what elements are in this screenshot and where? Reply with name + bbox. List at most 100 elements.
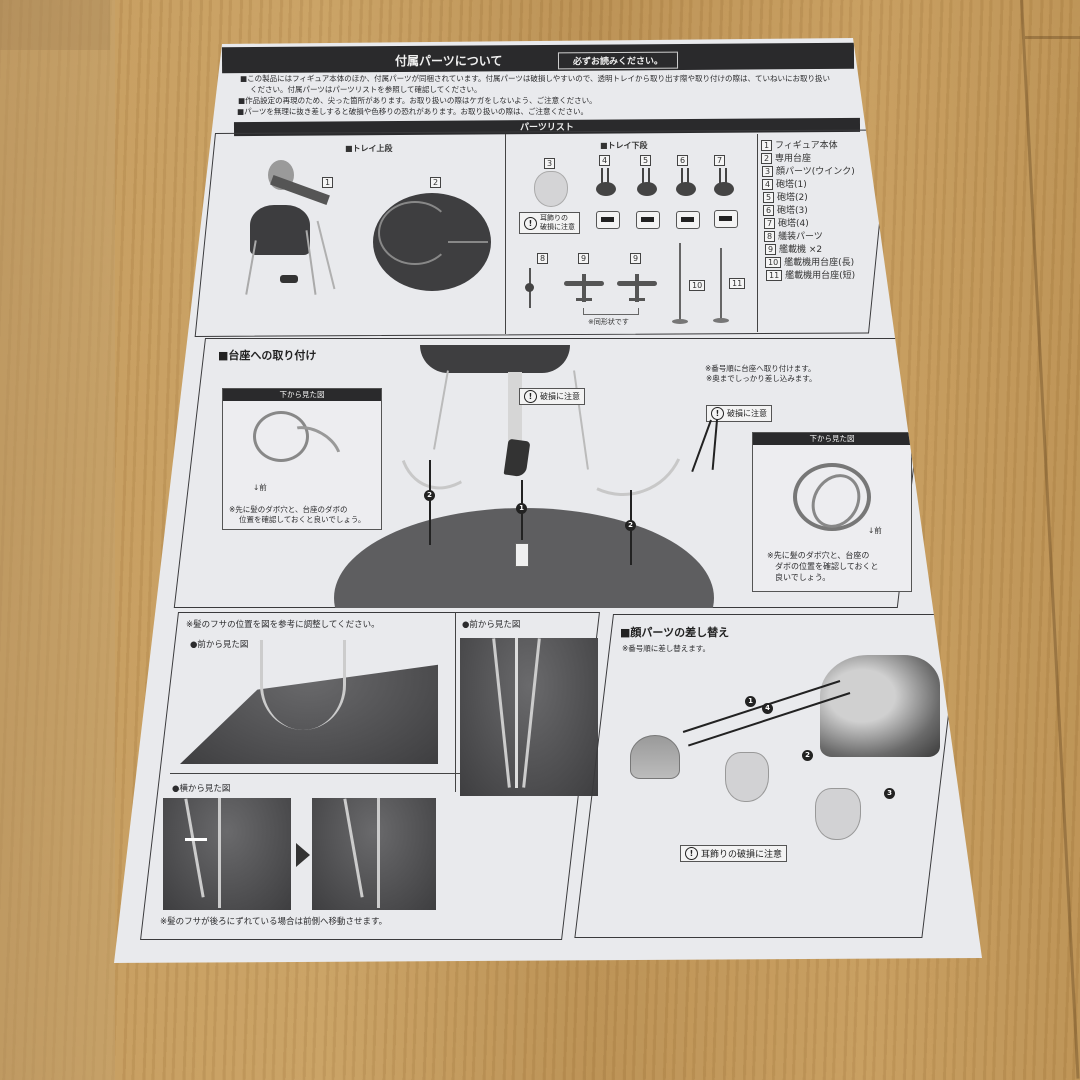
legend-item: 7 砲塔(4) (764, 218, 855, 231)
caution-text: 破損に注意 (540, 223, 575, 231)
stand-short-base (713, 318, 729, 323)
step-number-2: 2 (424, 490, 435, 501)
wood-table-left-board (0, 0, 115, 1080)
step-number-1: 1 (745, 696, 756, 707)
part-number-3: 3 (544, 158, 556, 169)
stand-short-image (720, 248, 722, 320)
equipment-part-detail (525, 283, 534, 292)
inset-note: 良いでしょう。 (775, 573, 831, 582)
damage-caution-badge-right: ! 破損に注意 (706, 405, 772, 422)
legend-item: 9 艦載機 ×2 (765, 244, 855, 257)
damage-caution-badge: ! 破損に注意 (519, 388, 585, 405)
part-number-11: 11 (729, 278, 746, 289)
caution-text: 耳飾りの (540, 214, 568, 222)
page-title: 付属パーツについて (395, 54, 503, 68)
inset-note: 位置を確認しておくと良いでしょう。 (239, 515, 366, 524)
same-shape-bracket (583, 308, 639, 315)
figure-leg-image (508, 372, 522, 442)
stand-long-image (679, 243, 681, 321)
side-view-before-photo (163, 798, 291, 910)
part-number-9: 9 (630, 253, 642, 264)
turret-4-image (714, 168, 734, 202)
legend-item: 6 砲塔(3) (763, 205, 855, 218)
side-view-note: ※髪のフサが後ろにずれている場合は前側へ移動させます。 (160, 917, 388, 927)
face-swap-title: ■顔パーツの差し替え (620, 626, 730, 639)
wood-table-seam (1020, 0, 1080, 1079)
part-number-1: 1 (322, 177, 334, 188)
parts-list-title: パーツリスト (520, 123, 574, 133)
divider (757, 134, 758, 332)
insert-arrow-2-left (429, 460, 431, 545)
step-number-4: 4 (762, 703, 773, 714)
divider (455, 612, 456, 792)
front-view-label: ●前から見た図 (190, 640, 249, 650)
hair-bottom-view-image (793, 463, 871, 531)
base-peg (515, 543, 529, 567)
exclamation-icon: ! (685, 847, 698, 860)
caution-text: 破損に注意 (540, 392, 580, 401)
part-number-9: 9 (578, 253, 590, 264)
turret-3-image (676, 168, 696, 202)
part-number-4: 4 (599, 155, 611, 166)
arrow-right-icon (185, 838, 207, 841)
divider (170, 773, 460, 774)
legend-item: 10 艦載機用台座(長) (765, 257, 855, 270)
wood-table-seam (1025, 36, 1080, 39)
face-part-3-image (815, 788, 861, 840)
base-attach-note: ※奥までしっかり差し込みます。 (706, 374, 817, 383)
legend-item: 5 砲塔(2) (763, 192, 855, 205)
inset-note: ダボの位置を確認しておくと (775, 562, 879, 571)
exclamation-icon: ! (711, 407, 724, 420)
earring-caution-badge-face: ! 耳飾りの破損に注意 (680, 845, 788, 862)
legend-item: 4 砲塔(1) (762, 179, 855, 192)
hair-adjust-note: ※髪のフサの位置を図を参考に調整してください。 (186, 620, 380, 630)
legend-item: 3 顔パーツ(ウインク) (762, 166, 855, 179)
hair-strand (260, 640, 346, 730)
caution-text: 耳飾りの破損に注意 (701, 850, 783, 860)
turret-bottom-detail (636, 211, 660, 229)
base-attach-title: ■台座への取り付け (218, 349, 317, 362)
exclamation-icon: ! (524, 390, 537, 403)
side-view-label: ●横から見た図 (172, 784, 231, 794)
front-direction-label: ↓前 (253, 483, 267, 492)
side-view-after-photo (312, 798, 436, 910)
part-number-7: 7 (714, 155, 726, 166)
aircraft-tail (576, 298, 592, 301)
front-view-label-2: ●前から見た図 (462, 620, 521, 630)
aircraft-tail (629, 298, 645, 301)
legend-item: 11 艦載機用台座(短) (766, 270, 855, 283)
stand-long-base (672, 319, 688, 324)
turret-1-image (596, 168, 616, 202)
legend-item: 1 フィギュア本体 (761, 140, 855, 153)
notice-line: ■パーツを無理に抜き差しすると破損や色移りの恐れがあります。お取り扱いの際は、ご… (237, 107, 589, 116)
aircraft-fuselage (582, 274, 586, 302)
bottom-view-inset-left: 下から見た図 ↓前 ※先に髪のダボ穴と、台座のダボの 位置を確認しておくと良いで… (222, 388, 382, 530)
legend-item: 8 艤装パーツ (764, 231, 855, 244)
face-swap-note: ※番号順に差し替えます。 (622, 644, 711, 653)
part-number-10: 10 (689, 280, 706, 291)
tray-lower-label: ■トレイ下段 (600, 141, 648, 150)
step-number-3: 3 (884, 788, 895, 799)
exclamation-icon: ! (524, 216, 537, 230)
notice-line: ください。付属パーツはパーツリストを参照して確認してください。 (250, 85, 482, 94)
earring-caution-badge: ! 耳飾りの破損に注意 (519, 212, 580, 234)
hair-bottom-view-image (253, 411, 309, 462)
front-view-photo-2 (460, 638, 598, 796)
bangs-part-image (630, 735, 680, 779)
face-part-2-image (725, 752, 769, 802)
wood-table-edge (0, 0, 110, 50)
bottom-view-inset-right: 下から見た図 ↓前 ※先に髪のダボ穴と、台座の ダボの位置を確認しておくと 良い… (752, 432, 912, 592)
step-number-2: 2 (625, 520, 636, 531)
notice-line: ■作品設定の再現のため、尖った箇所があります。お取り扱いの際はケガをしないよう、… (238, 96, 597, 105)
must-read-badge: 必ずお読みください。 (557, 51, 679, 70)
step-number-2: 2 (802, 750, 813, 761)
turret-2-image (637, 168, 657, 202)
inset-note: ※先に髪のダボ穴と、台座のダボの (229, 505, 348, 514)
base-attach-note: ※番号順に台座へ取り付けます。 (705, 364, 816, 373)
turret-bottom-detail (676, 211, 700, 229)
next-arrow-icon (296, 843, 310, 867)
step-number-1: 1 (516, 503, 527, 514)
caution-text: 破損に注意 (727, 409, 767, 418)
part-number-8: 8 (537, 253, 549, 264)
